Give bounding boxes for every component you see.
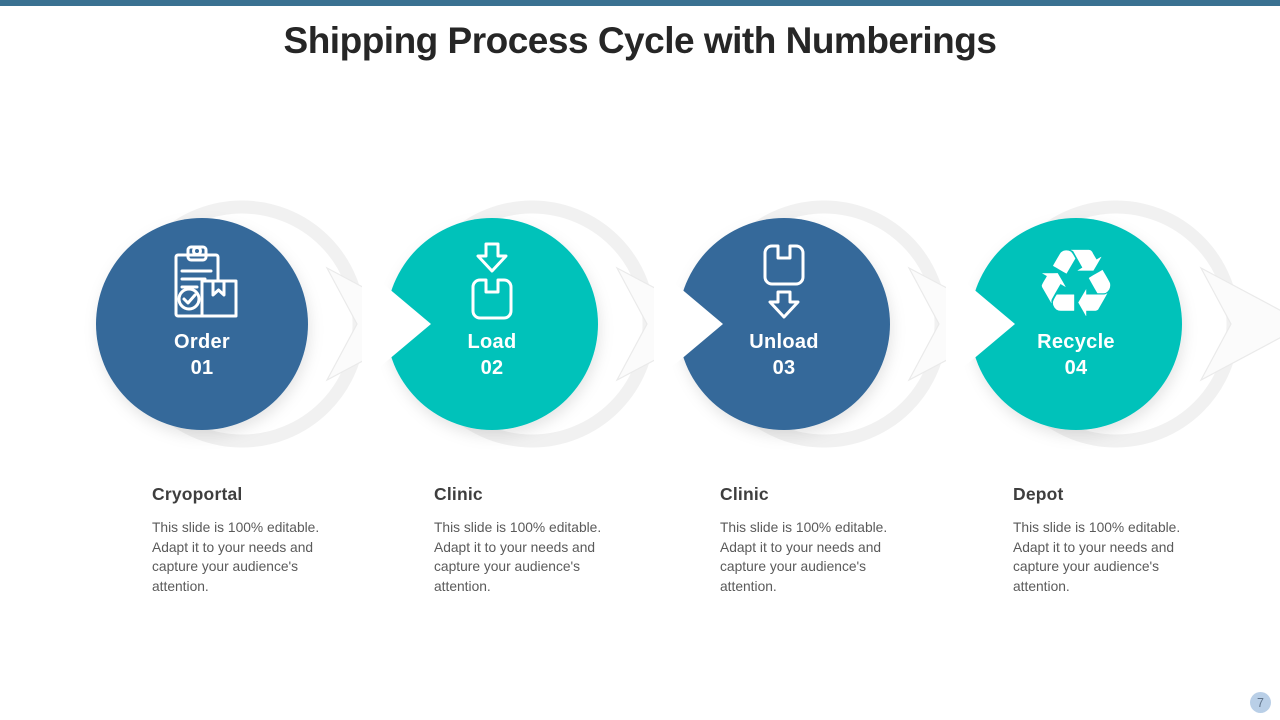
- process-cycle-diagram: ♻: [96, 200, 1280, 448]
- step-label-unload: Unload 03: [678, 329, 890, 381]
- step-label-order: Order 01: [96, 329, 308, 381]
- step-number: 01: [190, 357, 214, 379]
- step-circle-unload: [678, 218, 890, 430]
- slide-title: Shipping Process Cycle with Numberings: [283, 20, 997, 61]
- step-name: Load: [467, 331, 517, 353]
- step-description: This slide is 100% editable. Adapt it to…: [1013, 520, 1181, 594]
- top-accent-bar: [0, 0, 1280, 6]
- step-description-block: Clinic This slide is 100% editable. Adap…: [720, 484, 900, 596]
- load-box-icon: [471, 242, 513, 320]
- step-number: 02: [480, 357, 504, 379]
- step-name: Unload: [749, 331, 819, 353]
- recycle-icon: ♻: [1034, 230, 1118, 339]
- order-clipboard-icon: [174, 245, 238, 318]
- step-description: This slide is 100% editable. Adapt it to…: [720, 520, 888, 594]
- step-heading: Depot: [1013, 484, 1064, 504]
- circle-notch: [946, 266, 1015, 382]
- connector-arrow-icon: [1199, 266, 1280, 382]
- step-label-load: Load 02: [386, 329, 598, 381]
- step-name: Order: [174, 331, 230, 353]
- step-number: 04: [1064, 357, 1088, 379]
- step-circle-recycle: [970, 218, 1182, 430]
- step-description: This slide is 100% editable. Adapt it to…: [434, 520, 602, 594]
- step-description: This slide is 100% editable. Adapt it to…: [152, 520, 320, 594]
- step-description-block: Cryoportal This slide is 100% editable. …: [152, 484, 332, 596]
- step-label-recycle: Recycle 04: [970, 329, 1182, 381]
- page-number-badge: 7: [1250, 692, 1271, 713]
- step-heading: Cryoportal: [152, 484, 243, 504]
- step-name: Recycle: [1037, 331, 1115, 353]
- circle-notch: [654, 266, 723, 382]
- step-heading: Clinic: [434, 484, 483, 504]
- circle-notch: [362, 266, 431, 382]
- step-heading: Clinic: [720, 484, 769, 504]
- step-description-block: Depot This slide is 100% editable. Adapt…: [1013, 484, 1193, 596]
- unload-box-icon: [763, 244, 805, 319]
- step-description-block: Clinic This slide is 100% editable. Adap…: [434, 484, 614, 596]
- step-circle-load: [386, 218, 598, 430]
- step-circle-order: [96, 218, 308, 430]
- step-number: 03: [772, 357, 796, 379]
